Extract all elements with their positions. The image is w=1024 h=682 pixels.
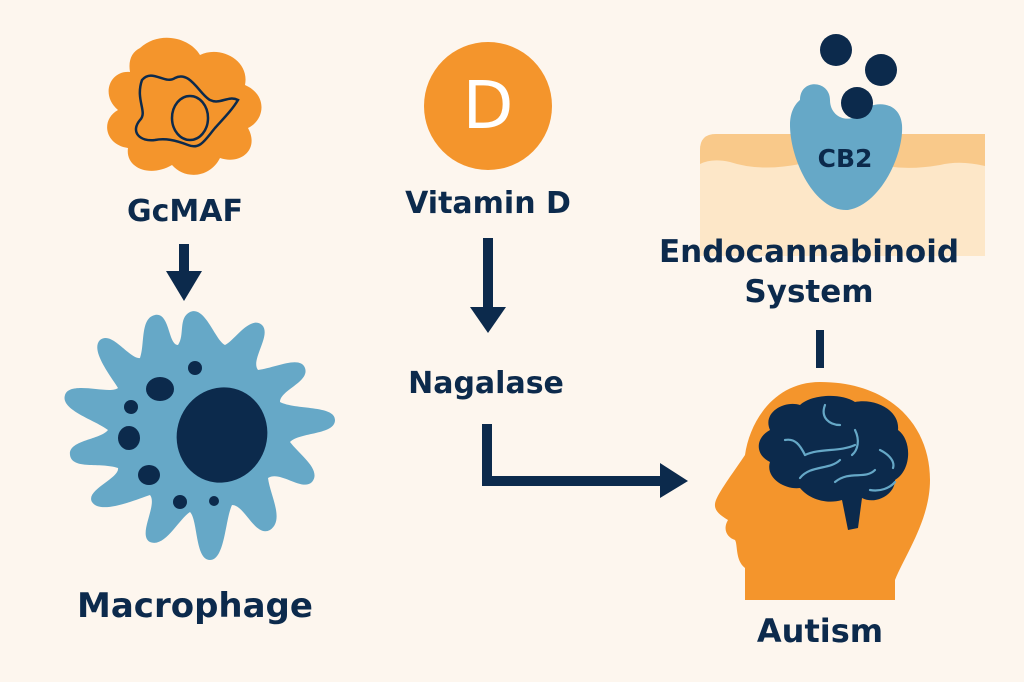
head-brain-icon bbox=[714, 382, 930, 600]
macrophage-cell-icon bbox=[64, 311, 335, 560]
gcmaf-cell-icon bbox=[107, 37, 262, 175]
arrow-nagalase-to-autism bbox=[482, 424, 688, 498]
vitamin-d-icon bbox=[424, 42, 552, 170]
autism-label: Autism bbox=[756, 612, 884, 650]
vitamin-d-icon-letter: D bbox=[462, 67, 514, 144]
arrow-gcmaf-to-macrophage bbox=[166, 244, 202, 301]
macrophage-label: Macrophage bbox=[77, 586, 313, 626]
gcmaf-label: GcMAF bbox=[127, 194, 243, 229]
cb2-receptor-icon bbox=[790, 84, 903, 211]
vitamin-d-label: Vitamin D bbox=[405, 186, 571, 221]
connector-endocannabinoid-to-autism bbox=[816, 330, 824, 368]
arrow-vitamin-d-to-nagalase bbox=[470, 238, 506, 333]
endocannabinoid-label-line1: Endocannabinoid bbox=[658, 234, 960, 270]
cb2-receptor-label: CB2 bbox=[817, 144, 873, 173]
endocannabinoid-ligand-icons bbox=[820, 34, 897, 119]
nagalase-label: Nagalase bbox=[408, 366, 564, 401]
endocannabinoid-label-line2: System bbox=[744, 274, 874, 310]
